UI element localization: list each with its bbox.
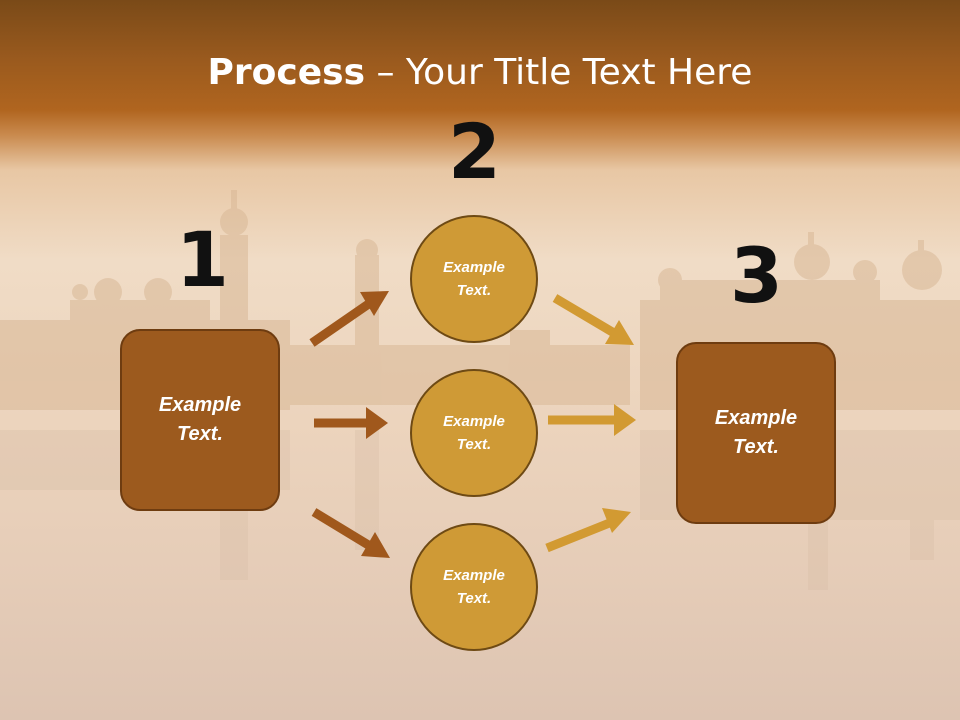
step-number-1: 1	[176, 215, 229, 304]
circle-bottom-text: Example Text.	[443, 567, 505, 607]
arrow-right-up	[545, 508, 631, 553]
arrow-left-down	[311, 508, 390, 558]
step-3-box: Example Text.	[676, 342, 836, 524]
step-1-text: Example Text.	[158, 394, 242, 445]
step-2-circle-bottom: Example Text.	[410, 523, 538, 651]
step-1-box: Example Text.	[120, 329, 280, 511]
slide-title: Process – Your Title Text Here	[0, 52, 960, 93]
step-3-text: Example Text.	[714, 407, 798, 458]
arrow-right-down	[552, 294, 634, 345]
title-rest: – Your Title Text Here	[365, 52, 753, 93]
circle-middle-text: Example Text.	[443, 413, 505, 453]
arrow-left-up	[309, 291, 389, 347]
arrow-left-middle	[314, 407, 388, 439]
step-2-circle-top: Example Text.	[410, 215, 538, 343]
step-number-2: 2	[448, 107, 501, 196]
title-bold: Process	[207, 52, 366, 93]
step-number-3: 3	[730, 231, 783, 320]
step-2-circle-middle: Example Text.	[410, 369, 538, 497]
arrow-right-middle	[548, 404, 636, 436]
circle-top-text: Example Text.	[443, 259, 505, 299]
